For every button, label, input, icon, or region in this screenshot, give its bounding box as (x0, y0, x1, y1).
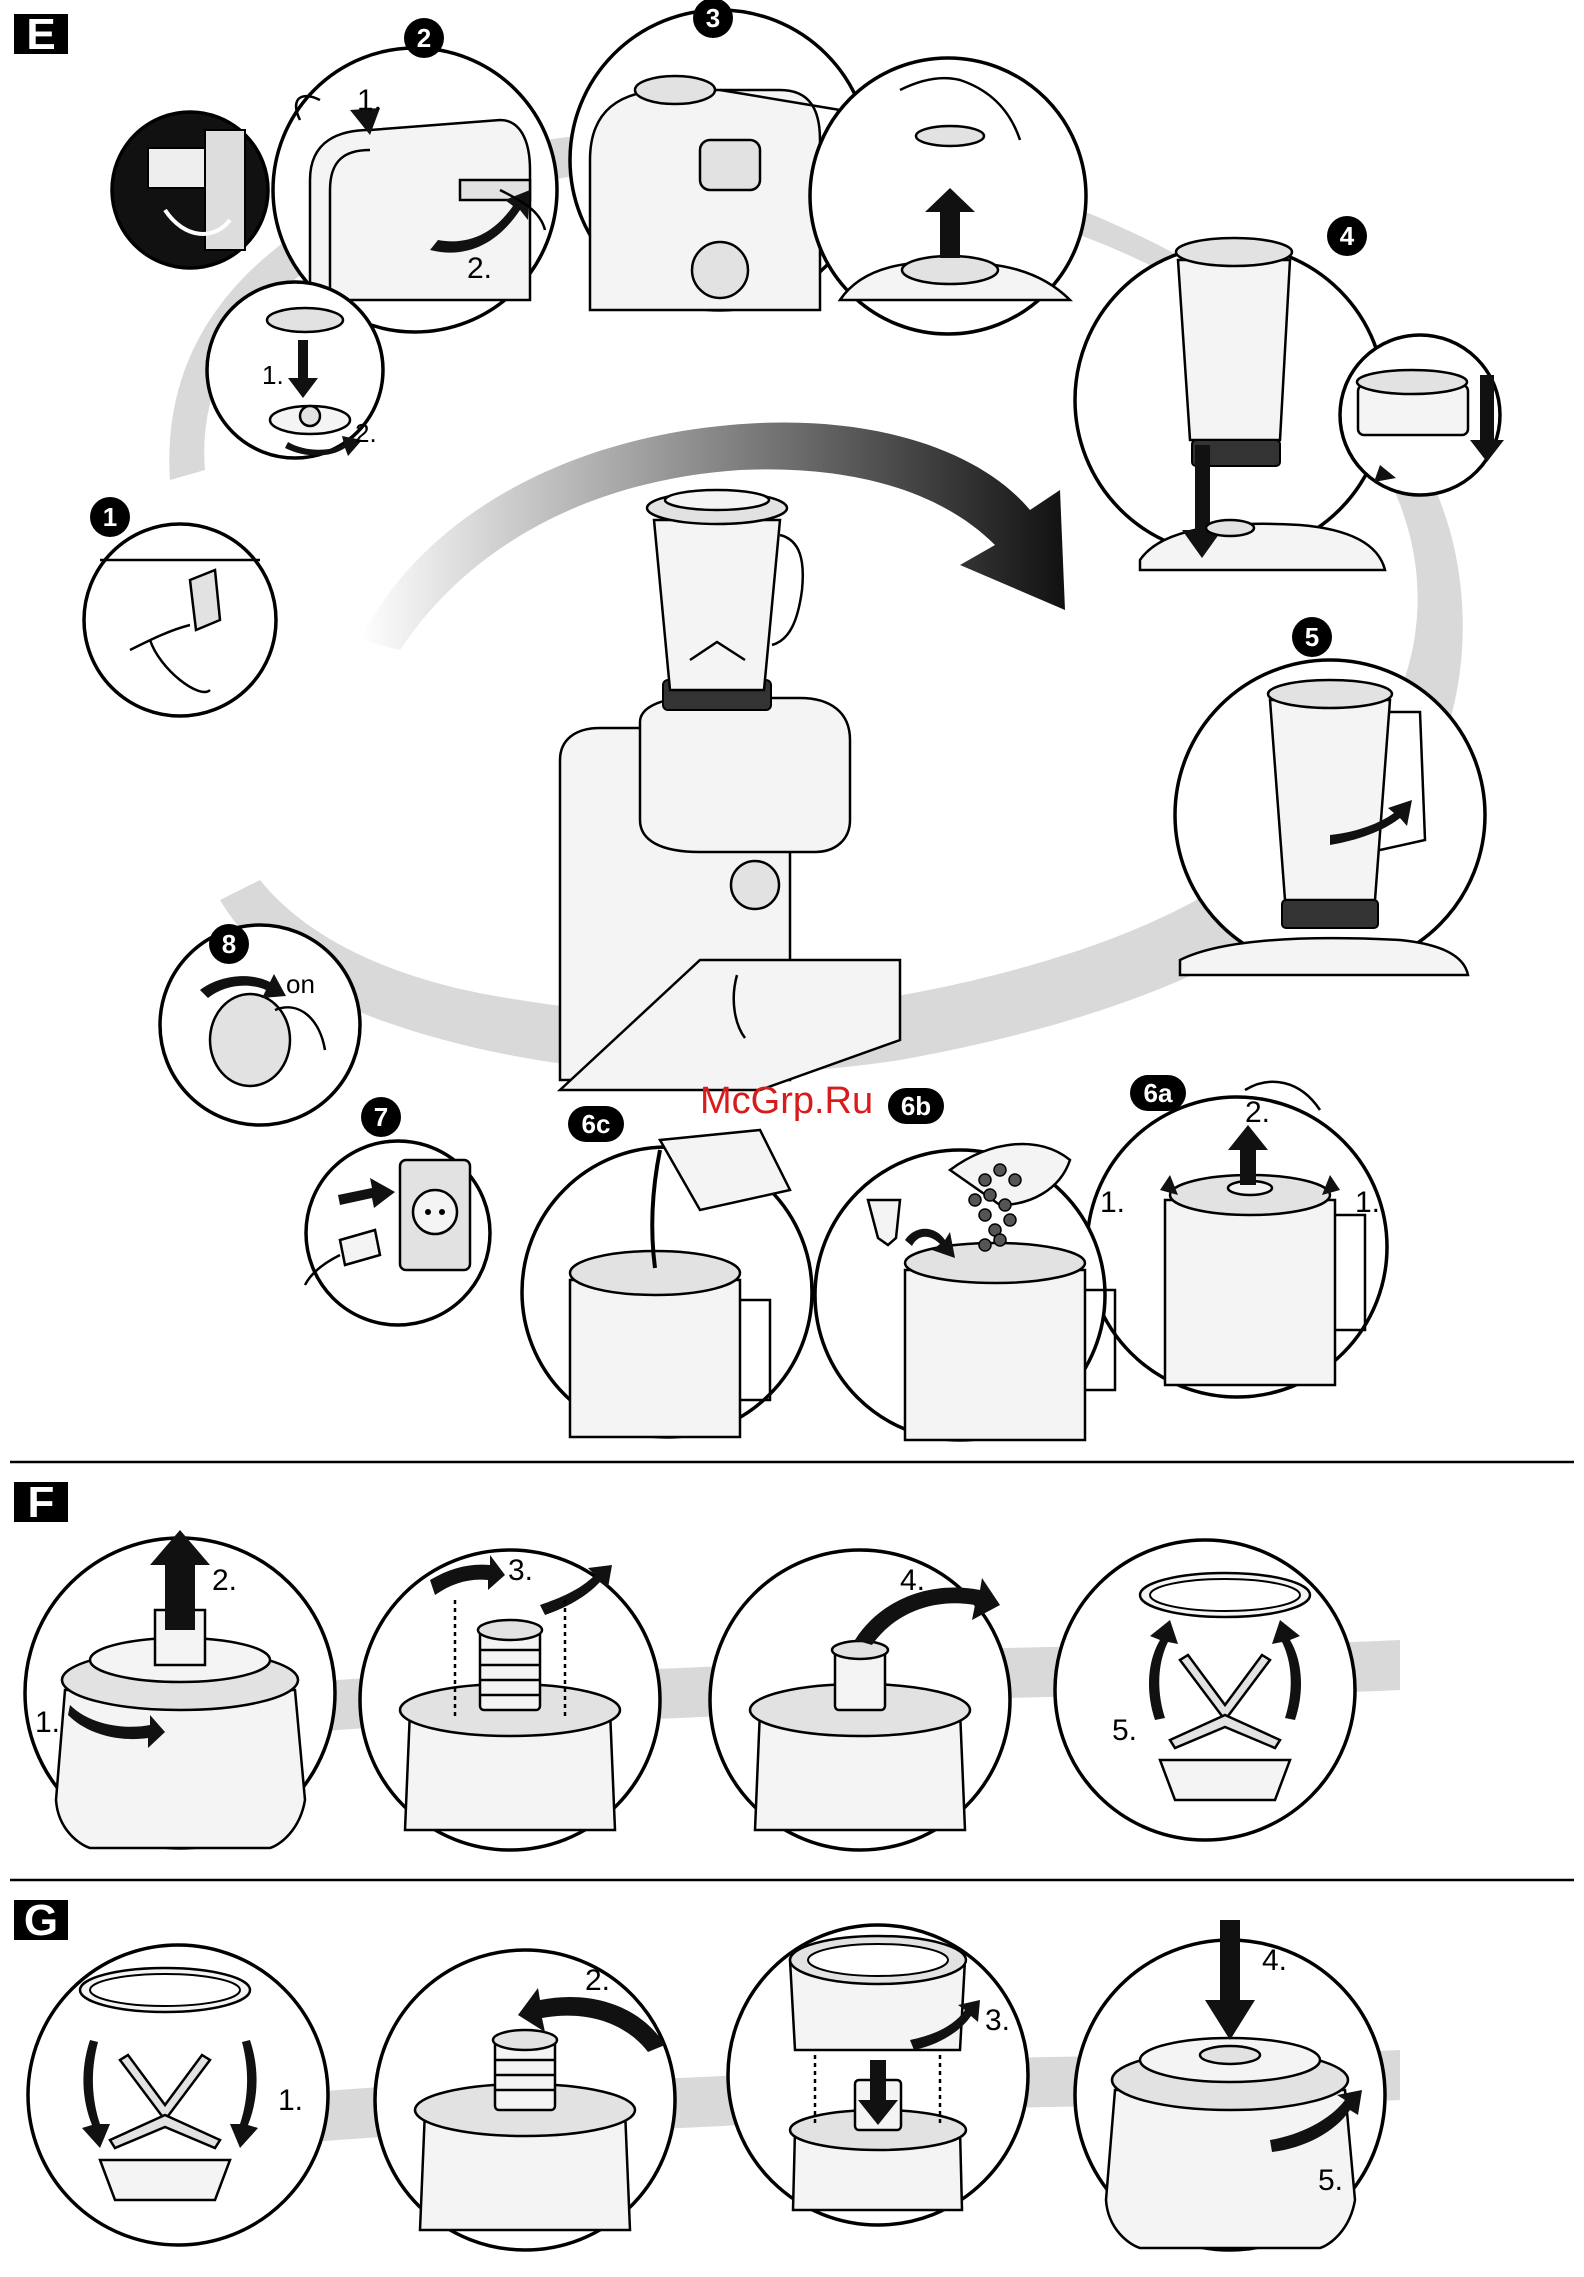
g-step-3-illustration: 3. (728, 1925, 1028, 2225)
f-label-1: 1. (35, 1706, 60, 1739)
substep-label-2: 2. (355, 418, 377, 448)
step-6b-number: 6b (901, 1091, 931, 1121)
g-label-3: 3. (985, 2004, 1010, 2037)
step-4-alignment-zoom (1340, 335, 1504, 495)
central-blender-appliance (560, 490, 900, 1090)
g-label-4: 4. (1262, 1944, 1287, 1977)
f-step-5-illustration: 5. (1055, 1540, 1355, 1840)
section-g-letter: G (24, 1896, 58, 1945)
step-7-illustration: 7 (305, 1097, 490, 1325)
step-6a-label-2: 2. (1245, 1096, 1270, 1129)
step-8-on-label: on (286, 969, 315, 999)
step-4-illustration: 4 (1075, 216, 1385, 570)
f-label-2: 2. (212, 1564, 237, 1597)
f-step-4-illustration: 4. (710, 1550, 1010, 1850)
g-step-1-illustration: 1. (28, 1945, 328, 2245)
step-1-number: 1 (103, 502, 117, 532)
g-step-2-illustration: 2. (375, 1950, 675, 2250)
section-e: E 1. 2. 2 (14, 0, 1504, 1440)
step-5-number: 5 (1305, 622, 1319, 652)
step-2-number: 2 (417, 23, 431, 53)
section-g: G 1. 2. (14, 1896, 1400, 2250)
section-f-letter: F (28, 1478, 55, 1527)
step-8-illustration: on 8 (160, 924, 360, 1125)
step-6a-label-1-left: 1. (1100, 1186, 1125, 1219)
f-label-4: 4. (900, 1564, 925, 1597)
step-6c-number: 6c (582, 1109, 611, 1139)
step-3-lid-removal-zoom (810, 58, 1086, 334)
step-8-number: 8 (222, 929, 236, 959)
g-label-2: 2. (585, 1964, 610, 1997)
step-6a-illustration: 2. 1. 1. 6a (1087, 1075, 1387, 1397)
watermark: McGrp.Ru (700, 1080, 873, 1122)
section-f: F 2. 1. 3. (14, 1478, 1400, 1850)
step-2-label-2: 2. (467, 252, 492, 285)
substep-label-1: 1. (262, 360, 284, 390)
g-label-5: 5. (1318, 2164, 1343, 2197)
f-step-3-illustration: 3. (360, 1550, 660, 1850)
step-1-illustration: 1 (84, 497, 276, 716)
step-6c-illustration: 6c (522, 1106, 812, 1437)
step-7-number: 7 (374, 1102, 388, 1132)
f-label-5: 5. (1112, 1714, 1137, 1747)
step-2-label-1: 1. (357, 84, 382, 117)
substep-seal-base: 1. 2. (207, 282, 383, 458)
g-label-1: 1. (278, 2084, 303, 2117)
step-6a-number: 6a (1144, 1078, 1173, 1108)
f-label-3: 3. (508, 1554, 533, 1587)
step-3-number: 3 (706, 3, 720, 33)
step-4-number: 4 (1340, 221, 1355, 251)
f-step-1-2-illustration: 2. 1. (25, 1530, 335, 1848)
inset-cord-storage (112, 112, 268, 268)
step-6b-illustration: 6b (815, 1088, 1115, 1440)
section-e-letter: E (26, 10, 55, 59)
step-6a-label-1-right: 1. (1355, 1186, 1380, 1219)
g-step-4-5-illustration: 4. 5. (1075, 1920, 1385, 2250)
